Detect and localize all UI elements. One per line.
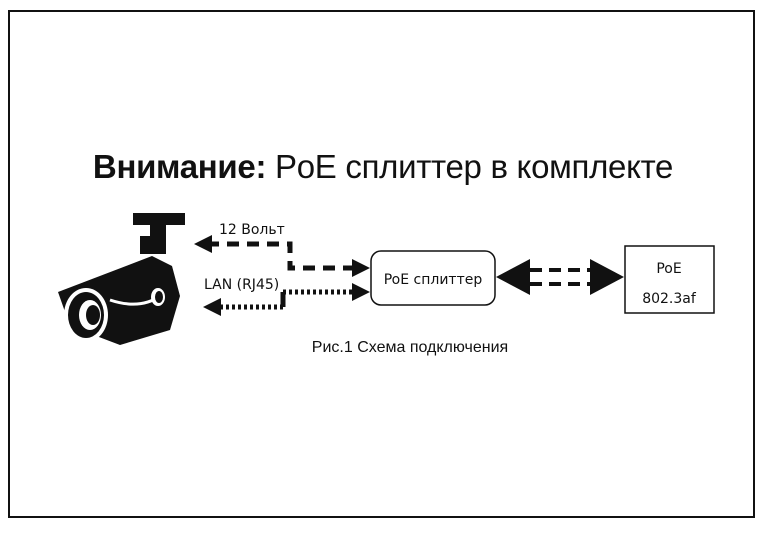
poe-splitter-box bbox=[370, 250, 496, 306]
page-title: Внимание: PoE сплиттер в комплекте bbox=[0, 148, 766, 186]
lan-arrow-to-camera bbox=[203, 298, 221, 316]
title-rest: PoE сплиттер в комплекте bbox=[266, 148, 674, 185]
title-warning: Внимание: bbox=[92, 148, 267, 185]
lan-label: LAN (RJ45) bbox=[204, 277, 280, 293]
figure-caption: Рис.1 Схема подключения bbox=[311, 339, 509, 356]
poe-source-line2: 802.3af bbox=[642, 291, 697, 307]
poe-source-box bbox=[624, 245, 715, 314]
poe-source-line1: PoE bbox=[656, 261, 681, 277]
power-label: 12 Вольт bbox=[219, 222, 285, 238]
power-arrow-to-camera bbox=[194, 235, 212, 253]
lan-line bbox=[203, 283, 370, 316]
poe-splitter-label: PoE сплиттер bbox=[384, 272, 483, 288]
ethernet-link bbox=[496, 259, 624, 295]
power-line bbox=[194, 235, 370, 277]
cctv-camera-icon bbox=[58, 213, 185, 345]
link-arrow-left bbox=[496, 259, 530, 295]
link-arrow-right bbox=[590, 259, 624, 295]
power-arrow-to-splitter bbox=[352, 259, 370, 277]
lan-arrow-to-splitter bbox=[352, 283, 370, 301]
